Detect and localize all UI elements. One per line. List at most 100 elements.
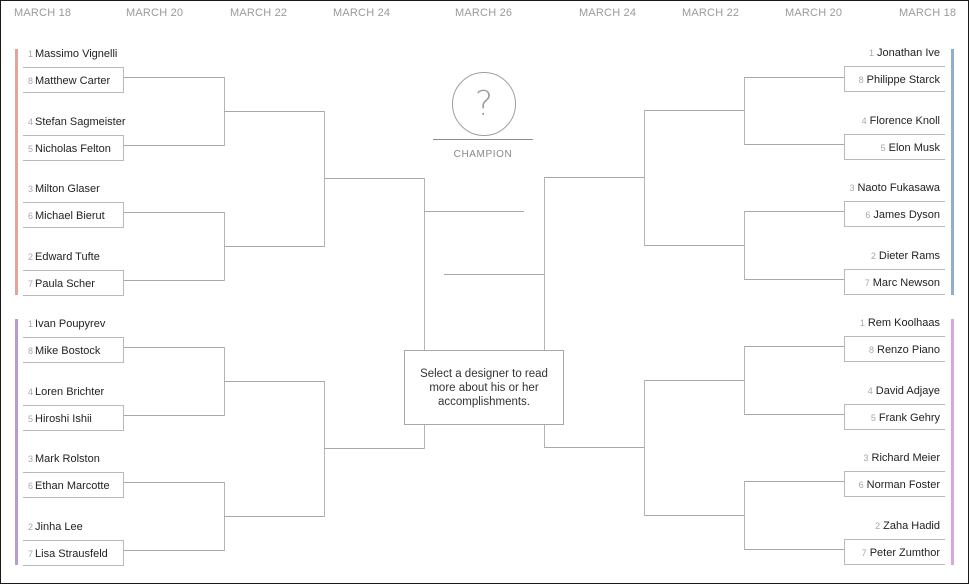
semifinal-line-right: [444, 274, 544, 275]
seed-number: 3: [863, 453, 869, 463]
round-date-label: MARCH 18: [14, 7, 72, 19]
seed-number: 4: [861, 116, 867, 126]
seed-number: 3: [28, 454, 34, 464]
seed-number: 2: [870, 251, 876, 261]
designer-name: Hiroshi Ishii: [35, 413, 92, 425]
connector-line: [544, 447, 644, 448]
seed-number: 8: [858, 75, 864, 85]
seed-number: 3: [849, 183, 855, 193]
round-date-label: MARCH 22: [682, 7, 740, 19]
connector-line: [644, 245, 744, 246]
seed-number: 4: [28, 387, 34, 397]
designer-name: David Adjaye: [875, 385, 940, 397]
seed-number: 6: [28, 211, 34, 221]
connector-line: [224, 111, 324, 112]
connector-line: [744, 414, 844, 415]
seed-number: 7: [28, 279, 34, 289]
designer-name: Renzo Piano: [877, 344, 940, 356]
connector-line: [644, 515, 744, 516]
connector-line: [744, 549, 844, 550]
seed-number: 4: [28, 117, 34, 127]
connector-line: [744, 481, 745, 550]
connector-line: [744, 77, 745, 145]
designer-name: Lisa Strausfeld: [35, 548, 108, 560]
connector-line: [124, 415, 224, 416]
designer-name: Mark Rolston: [35, 453, 100, 465]
seed-number: 1: [28, 49, 34, 59]
connector-line: [324, 111, 325, 247]
designer-name: Ivan Poupyrev: [35, 318, 106, 330]
connector-line: [644, 110, 744, 111]
seed-number: 8: [28, 346, 34, 356]
designer-name: Marc Newson: [872, 277, 940, 289]
designer-name: Mike Bostock: [35, 345, 101, 357]
designer-name: Peter Zumthor: [869, 547, 940, 559]
designer-name: Norman Foster: [866, 479, 940, 491]
designer-info-box: Select a designer to read more about his…: [404, 350, 564, 425]
designer-name: Jonathan Ive: [877, 47, 940, 59]
seed-number: 5: [880, 143, 886, 153]
seed-number: 1: [868, 48, 874, 58]
connector-line: [544, 177, 545, 448]
designer-name: Jinha Lee: [35, 521, 83, 533]
connector-line: [124, 482, 224, 483]
connector-line: [224, 246, 324, 247]
connector-line: [124, 280, 224, 281]
designer-name: Nicholas Felton: [35, 143, 111, 155]
region-bar-top-right: [951, 49, 954, 295]
designer-name: Edward Tufte: [35, 251, 100, 263]
seed-number: 5: [28, 144, 34, 154]
round-date-label: MARCH 20: [785, 7, 843, 19]
seed-number: 4: [867, 386, 873, 396]
designer-name: Naoto Fukasawa: [857, 182, 940, 194]
connector-line: [124, 77, 224, 78]
designer-name: James Dyson: [873, 209, 940, 221]
connector-line: [324, 178, 424, 179]
seed-number: 5: [28, 414, 34, 424]
connector-line: [744, 346, 844, 347]
champion-label: CHAMPION: [453, 149, 513, 160]
designer-name: Philippe Starck: [866, 74, 940, 86]
connector-line: [124, 550, 224, 551]
connector-line: [744, 77, 844, 78]
champion-line: [433, 139, 533, 140]
designer-name: Stefan Sagmeister: [35, 116, 126, 128]
seed-number: 7: [861, 548, 867, 558]
connector-line: [744, 481, 844, 482]
semifinal-line-left: [424, 211, 524, 212]
round-date-label: MARCH 22: [230, 7, 288, 19]
connector-line: [324, 381, 325, 517]
